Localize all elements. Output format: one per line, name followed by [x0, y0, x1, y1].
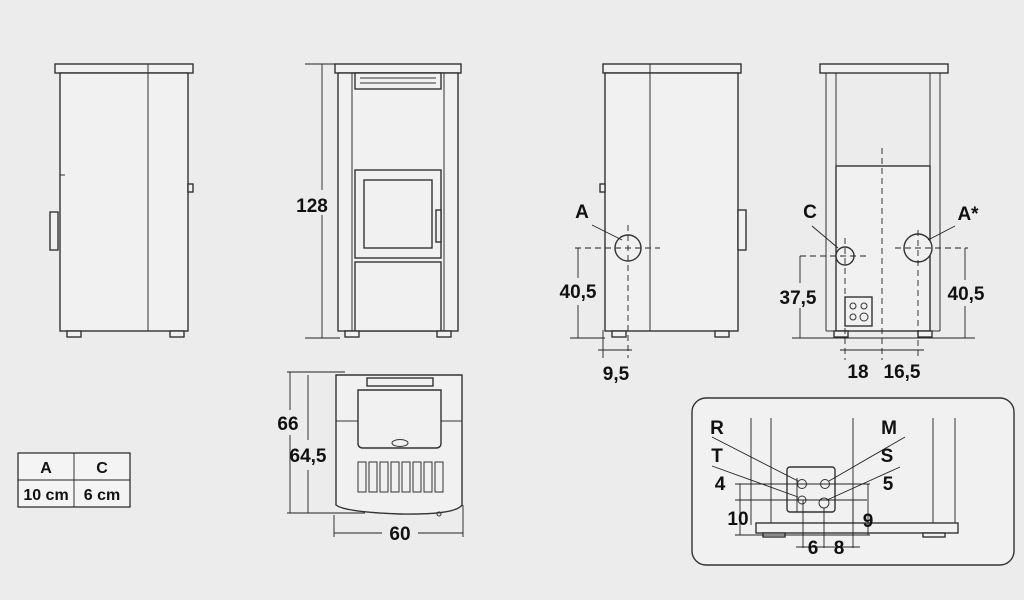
outlet-size-table: A C 10 cm 6 cm: [17, 452, 131, 508]
vent-slots: [357, 461, 444, 493]
connection-detail-view: R T M S 4 10 5 9 6 8: [691, 397, 1015, 566]
connection-s-label: S: [881, 446, 894, 467]
total-depth-label: 66: [277, 414, 298, 435]
dimension-4-label: 4: [715, 474, 726, 495]
outlet-a-height-label: 40,5: [560, 282, 597, 303]
table-header-c: C: [96, 460, 108, 477]
front-view: 128: [296, 63, 462, 339]
dimension-9-label: 9: [863, 511, 874, 532]
outlet-c-height-label: 37,5: [780, 288, 817, 309]
outlet-a-star-height-label: 40,5: [948, 284, 985, 305]
width-label: 60: [389, 524, 410, 545]
height-dimension-label: 128: [296, 196, 328, 217]
back-view: C A* 37,5 40,5 18 16,5: [780, 63, 985, 383]
side-view-left: [49, 63, 194, 338]
dimension-5-label: 5: [883, 474, 894, 495]
outlet-a-offset-label: 9,5: [603, 364, 630, 385]
table-cell-c: 6 cm: [84, 487, 120, 504]
body-depth-label: 64,5: [290, 446, 327, 467]
outlet-a-label: A: [575, 202, 589, 223]
side-view-right: A 40,5 9,5: [560, 63, 747, 385]
connection-m-label: M: [881, 418, 897, 439]
connection-r-label: R: [710, 418, 724, 439]
dimension-10-label: 10: [727, 509, 748, 530]
outlet-c-offset-label: 18: [847, 362, 868, 383]
table-header-a: A: [40, 460, 52, 477]
outlet-c-label: C: [803, 202, 817, 223]
connection-t-label: T: [711, 446, 723, 467]
outlet-a-star-label: A*: [957, 204, 979, 225]
outlet-a-star-offset-label: 16,5: [884, 362, 921, 383]
top-view: 66 64,5 60: [277, 371, 464, 545]
dimension-8-label: 8: [834, 538, 845, 559]
dimension-6-label: 6: [808, 538, 819, 559]
table-cell-a: 10 cm: [23, 487, 68, 504]
